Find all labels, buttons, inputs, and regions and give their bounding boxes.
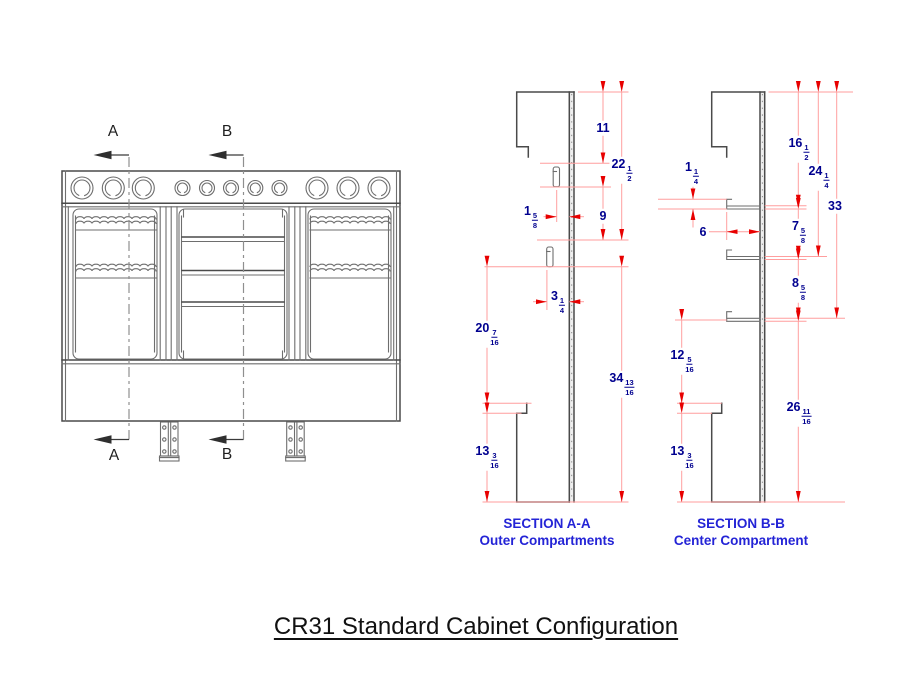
slot-upper xyxy=(552,166,561,188)
knob-large xyxy=(70,176,155,200)
right-compartment xyxy=(307,208,392,360)
knob-row xyxy=(70,176,391,200)
section-marker-a-bottom: A xyxy=(108,447,120,464)
section-arrow-b-bottom xyxy=(208,435,227,444)
leg-left xyxy=(158,421,180,462)
compartment-dividers xyxy=(67,206,395,361)
section-marker-a-top: A xyxy=(107,123,119,140)
section-aa-drawing xyxy=(482,81,629,503)
bb-dimension-lines xyxy=(679,81,840,502)
knob-small xyxy=(174,179,288,197)
aa-extension-lines xyxy=(482,91,629,503)
dim-label-33: 33 xyxy=(826,198,844,214)
ledge-profile-bb xyxy=(710,402,761,503)
section-arrow-b-top xyxy=(208,150,227,160)
hood-profile-bb xyxy=(710,91,766,158)
dim-label-9: 9 xyxy=(597,208,609,224)
slot-lower xyxy=(546,246,554,268)
section-line-a xyxy=(93,150,130,444)
section-marker-b-top: B xyxy=(221,123,233,140)
left-compartment xyxy=(72,208,158,360)
hood-profile-aa xyxy=(515,91,575,158)
drawing-title: CR31 Standard Cabinet Configuration xyxy=(273,613,679,640)
center-compartment xyxy=(178,208,288,360)
front-view xyxy=(61,150,401,462)
section-arrow-a-bottom xyxy=(93,435,112,444)
caption-center-compartment: Center Compartment xyxy=(673,533,809,548)
section-line-b xyxy=(208,150,245,444)
knob-large-right xyxy=(305,176,391,200)
caption-section-bb: SECTION B-B xyxy=(697,516,785,531)
section-bb-drawing xyxy=(658,81,853,503)
dim-label-11: 11 xyxy=(594,120,612,136)
caption-section-aa: SECTION A-A xyxy=(503,516,591,531)
ledge-profile-aa xyxy=(515,402,571,503)
caption-outer-compartments: Outer Compartments xyxy=(479,533,615,548)
dim-label-6: 6 xyxy=(697,224,709,240)
section-arrow-a-top xyxy=(93,150,112,160)
section-marker-b-bottom: B xyxy=(221,446,233,463)
shelf-brackets xyxy=(726,198,761,322)
bb-extension-lines xyxy=(658,91,853,503)
leg-right xyxy=(285,421,306,462)
cabinet-outline xyxy=(61,170,401,422)
